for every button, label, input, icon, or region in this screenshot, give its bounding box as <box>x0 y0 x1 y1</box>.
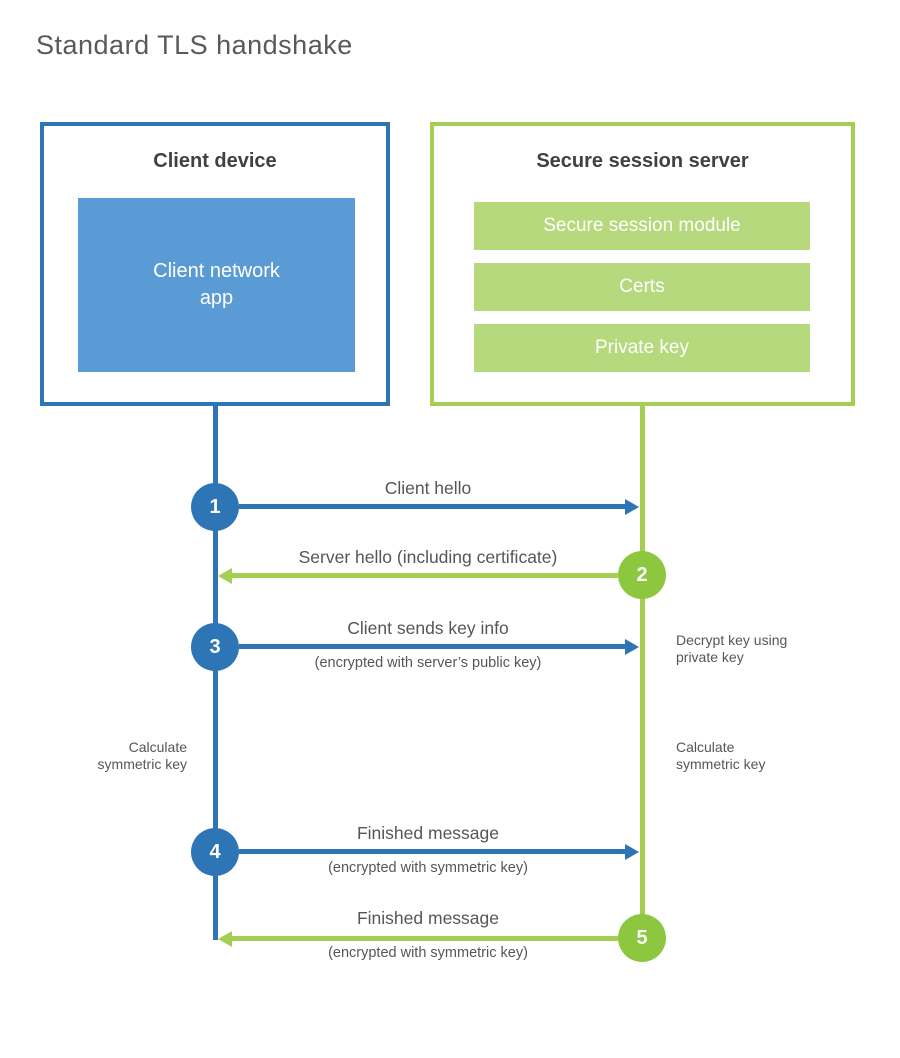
step-number: 1 <box>209 495 221 518</box>
step-3-label: Client sends key info <box>347 618 509 638</box>
step-3-marker: 3 <box>191 623 239 671</box>
calculate-symmetric-key-note-server: Calculate symmetric key <box>676 739 766 772</box>
step-5-arrowhead-icon <box>218 931 232 947</box>
step-5-sublabel: (encrypted with symmetric key) <box>328 945 528 961</box>
server-lifeline <box>640 406 645 940</box>
step-1-arrowhead-icon <box>625 499 639 515</box>
client-device-title: Client device <box>153 150 277 172</box>
step-number: 3 <box>209 635 221 658</box>
step-4-sublabel: (encrypted with symmetric key) <box>328 860 528 876</box>
step-4-marker: 4 <box>191 828 239 876</box>
step-1-label: Client hello <box>384 478 472 498</box>
calculate-symmetric-key-note-client: Calculate symmetric key <box>97 739 187 772</box>
client-network-app-block: Client network app <box>78 198 355 372</box>
step-5-arrow-line <box>232 936 618 941</box>
step-number: 4 <box>209 840 221 863</box>
step-3-arrowhead-icon <box>625 639 639 655</box>
step-2-arrow-line <box>232 573 618 578</box>
step-number: 2 <box>636 563 648 586</box>
step-2-label: Server hello (including certificate) <box>298 547 558 567</box>
step-1-marker: 1 <box>191 483 239 531</box>
secure-session-server-title: Secure session server <box>536 150 749 172</box>
step-3-sublabel: (encrypted with server’s public key) <box>314 655 542 671</box>
step-4-label: Finished message <box>356 823 500 843</box>
server-module-private-key: Private key <box>474 324 810 372</box>
server-module-secure-session: Secure session module <box>474 202 810 250</box>
server-module-certs: Certs <box>474 263 810 311</box>
decrypt-key-note: Decrypt key using private key <box>676 632 788 665</box>
client-device-box: Client device Client network app <box>40 122 390 406</box>
step-5-label: Finished message <box>356 908 500 928</box>
secure-session-server-box: Secure session server Secure session mod… <box>430 122 855 406</box>
client-lifeline <box>213 406 218 940</box>
step-number: 5 <box>636 926 648 949</box>
step-4-arrow-line <box>239 849 626 854</box>
step-3-arrow-line <box>239 644 626 649</box>
step-1-arrow-line <box>239 504 626 509</box>
step-5-marker: 5 <box>618 914 666 962</box>
step-2-marker: 2 <box>618 551 666 599</box>
step-4-arrowhead-icon <box>625 844 639 860</box>
page-title: Standard TLS handshake <box>36 30 353 60</box>
step-2-arrowhead-icon <box>218 568 232 584</box>
